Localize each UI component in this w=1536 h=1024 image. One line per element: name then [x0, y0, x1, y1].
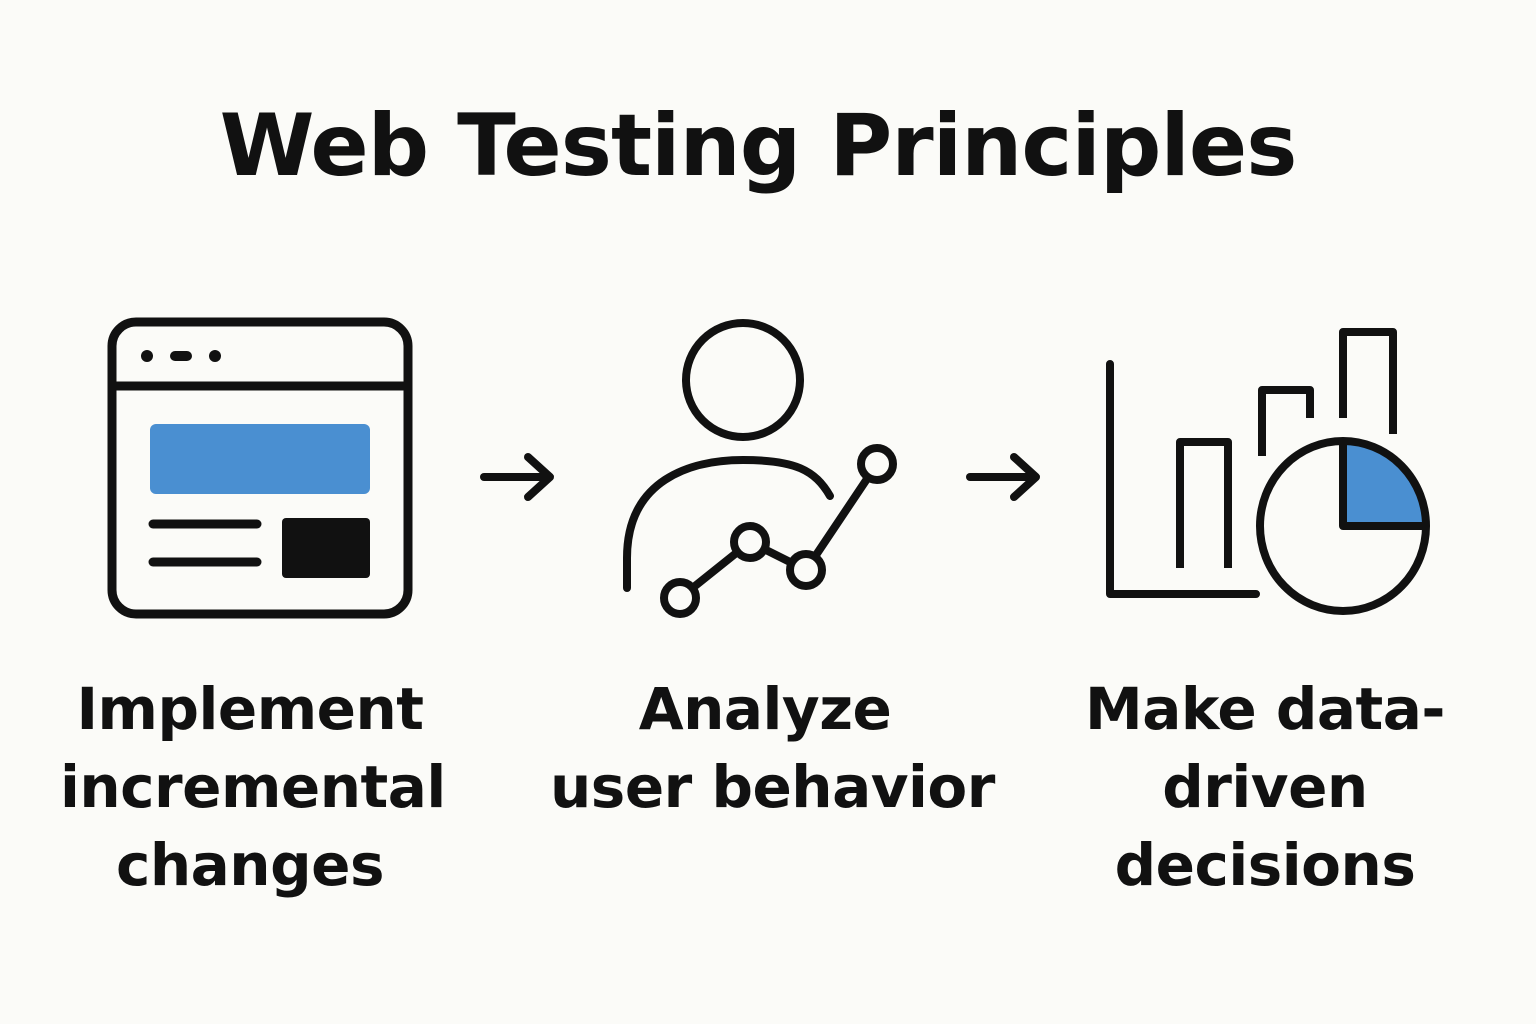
user-analytics-icon [623, 319, 897, 618]
step-label-implement: Implement incremental changes [60, 670, 446, 904]
label-line: Make data- [1085, 675, 1446, 743]
label-line: Analyze [638, 675, 892, 743]
arrow-right-icon [966, 453, 1040, 501]
label-line: decisions [1114, 831, 1416, 899]
label-line: incremental [60, 753, 446, 821]
label-line: changes [116, 831, 384, 899]
data-point [730, 522, 770, 562]
content-block [282, 518, 370, 578]
browser-window-icon [107, 317, 413, 619]
step-label-analyze: Analyze user behavior [550, 670, 995, 826]
label-line: Implement [76, 675, 424, 743]
arrow-right-icon [480, 453, 554, 501]
label-line: user behavior [550, 753, 995, 821]
label-line: driven [1162, 753, 1368, 821]
data-point [786, 550, 826, 590]
page-title: Web Testing Principles [219, 96, 1298, 196]
data-point [660, 578, 700, 618]
step-label-decide: Make data- driven decisions [1080, 670, 1450, 904]
data-point [857, 444, 897, 484]
hero-banner-block [150, 424, 370, 494]
bar-pie-chart-icon [1106, 328, 1430, 615]
pie-slice-highlight [1343, 441, 1426, 526]
